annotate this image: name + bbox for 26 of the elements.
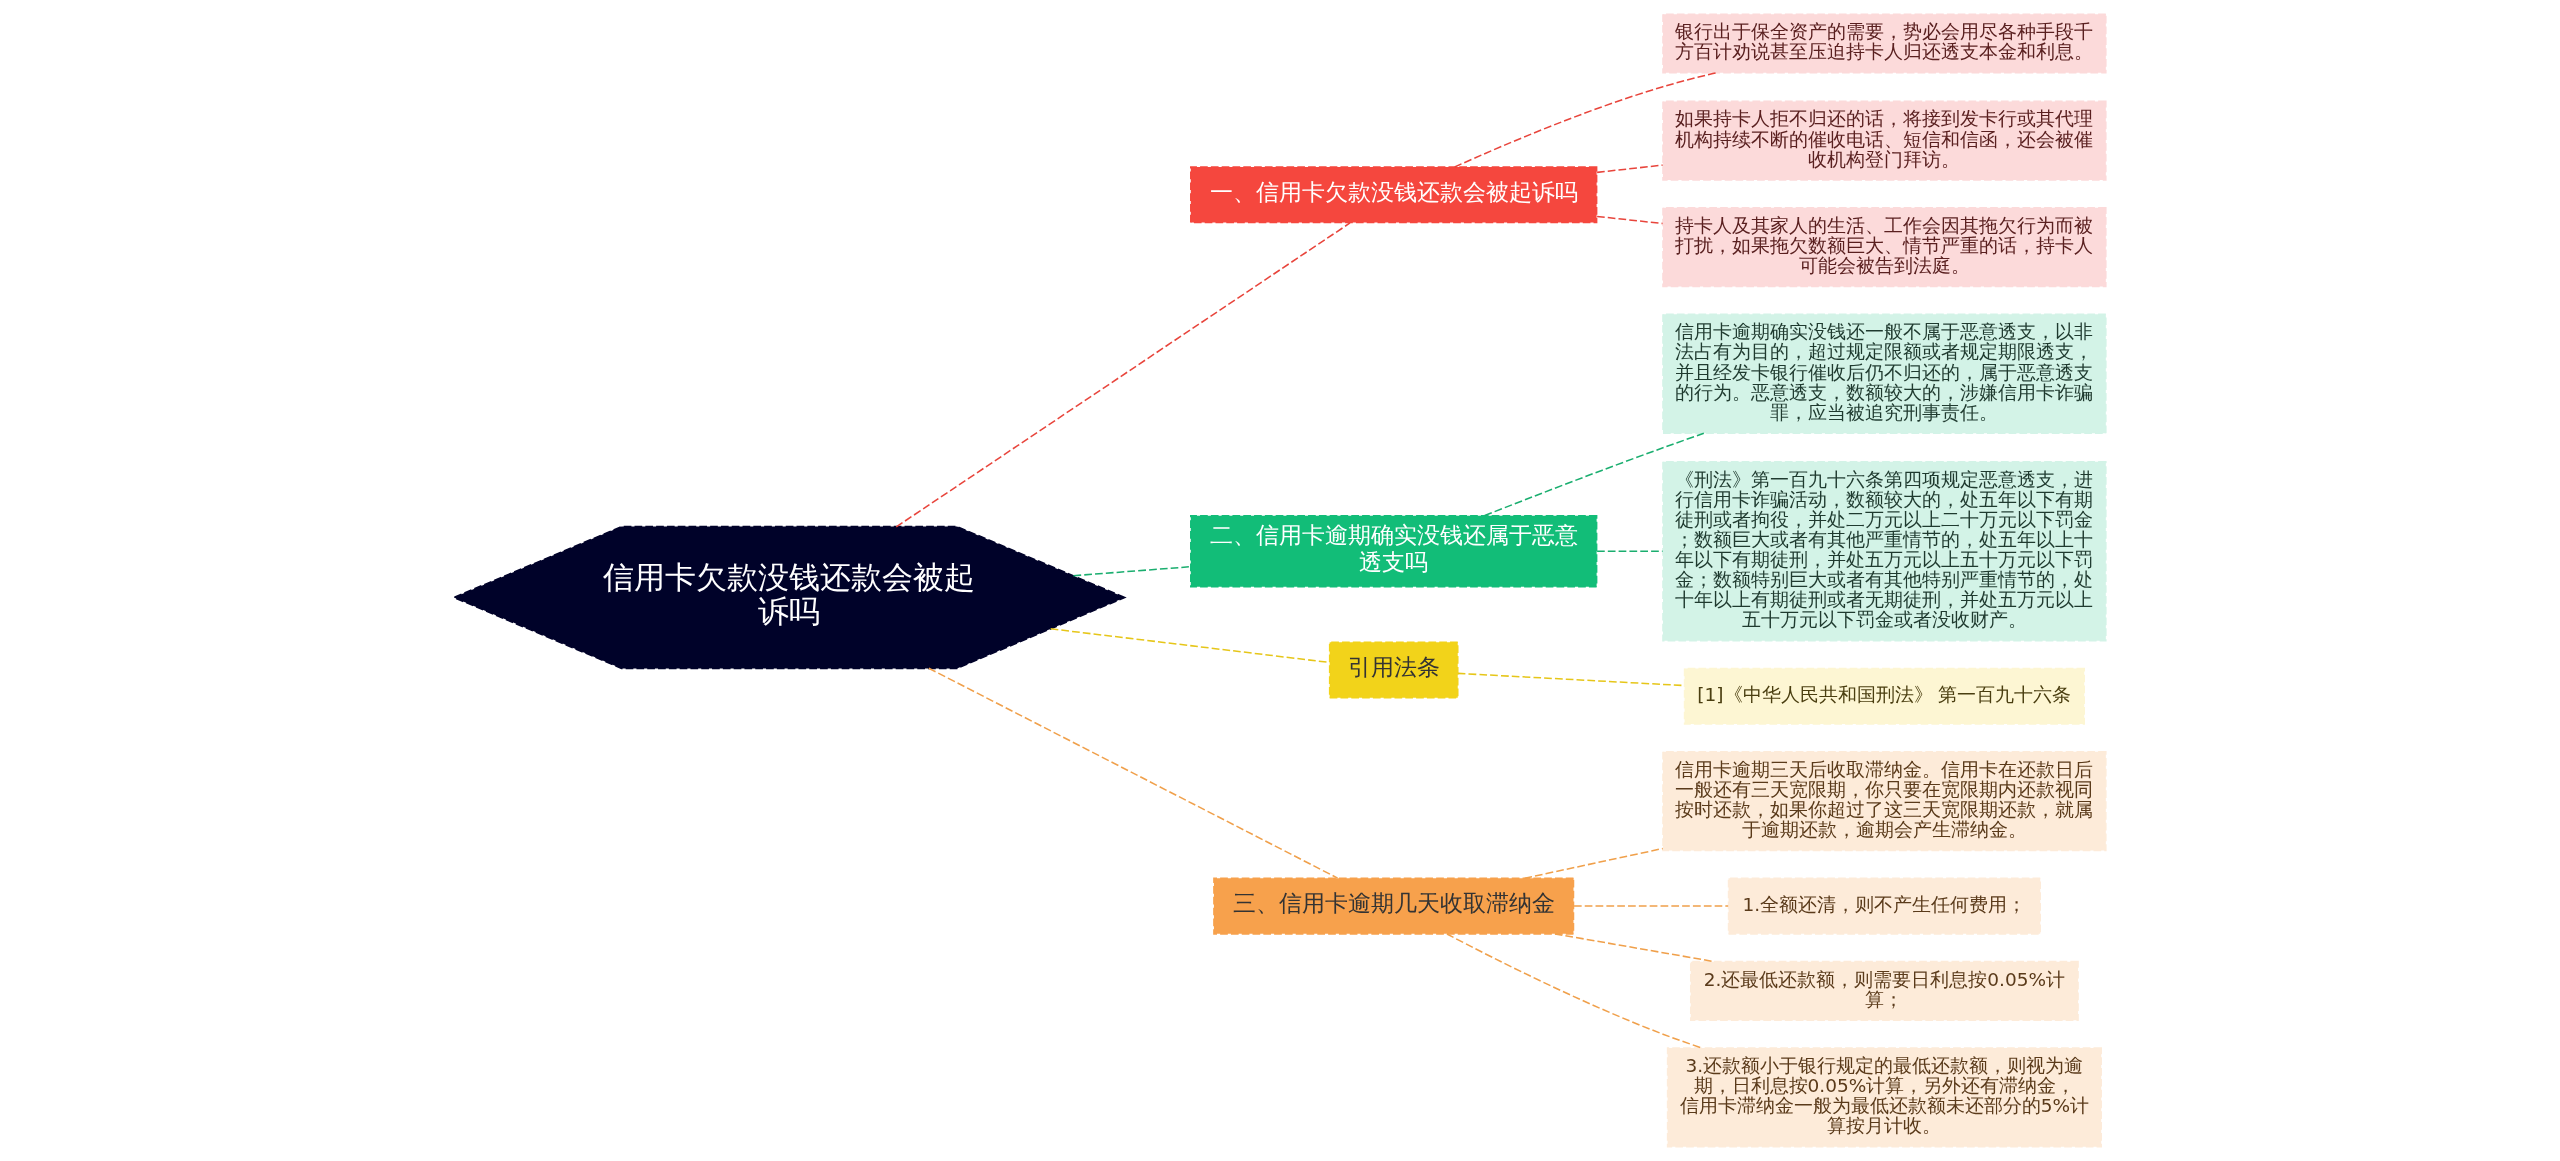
connector [1523,847,1664,879]
node-box: 二、信用卡逾期确实没钱还属于恶意透支吗 [1190,514,1598,588]
node-box: [1]《中华人民共和国刑法》 第一百九十六条 [1683,667,2085,725]
connector [1072,565,1192,577]
connector [1596,164,1664,174]
node-box: 信用卡逾期确实没钱还一般不属于恶意透支，以非法占有为目的，超过规定限额或者规定期限透支，并且经发卡银行催收后仍不归还的，属于恶意透支的行为。恶意透支，数额较大的，涉嫌信用卡诈骗罪，应当被追究刑事责任。 [1662,313,2107,434]
connector [1573,905,1729,907]
node-box: 持卡人及其家人的生活、工作会因其拖欠行为而被打扰，如果拖欠数额巨大、情节严重的话，持卡人可能会被告到法庭。 [1662,207,2107,288]
connector [928,667,1339,879]
connector [895,222,1351,528]
node-box: 3.还款额小于银行规定的最低还款额，则视为逾期，日利息按0.05%计算，另外还有滞纳金，信用卡滞纳金一般为最低还款额未还部分的5%计算按月计收。 [1666,1047,2102,1148]
node-box: 如果持卡人拒不归还的话，将接到发卡行或其代理机构持续不断的催收电话、短信和信函，还会被催收机构登门拜访。 [1662,100,2107,181]
node-box: 2.还最低还款额，则需要日利息按0.05%计算； [1690,960,2079,1022]
node-box: 信用卡逾期三天后收取滞纳金。信用卡在还款日后一般还有三天宽限期，你只要在宽限期内还款视同按时还款，如果你超过了这三天宽限期还款，就属于逾期还款，逾期会产生滞纳金。 [1662,751,2107,852]
node-box: 引用法条 [1328,641,1459,699]
connector [1596,550,1664,552]
connector [1596,215,1664,225]
node-box: 1.全额还清，则不产生任何费用； [1727,877,2041,935]
node-box: 《刑法》第一百九十六条第四项规定恶意透支，进行信用卡诈骗活动，数额较大的，处五年以下有期徒刑或者拘役，并处二万元以上二十万元以下罚金；数额巨大或者有其他严重情节的，处五年以上十年以下有期徒刑，并处五万元以上五十万元以下罚金；数额特别巨大或者有其他特别严重情节的，处十年以上有期徒刑或者无期徒刑，并处五万元以上五十万元以下罚金或者没收财产。 [1662,460,2107,642]
connector [1453,72,1717,168]
connector [1554,933,1715,963]
connector [1446,933,1703,1049]
node-box: 三、信用卡逾期几天收取滞纳金 [1213,877,1575,935]
connector [1483,432,1705,517]
node-box: 银行出于保全资产的需要，势必会用尽各种手段千方百计劝说甚至压迫持卡人归还透支本金和利息。 [1662,13,2107,74]
node-box: 一、信用卡欠款没钱还款会被起诉吗 [1190,166,1598,224]
